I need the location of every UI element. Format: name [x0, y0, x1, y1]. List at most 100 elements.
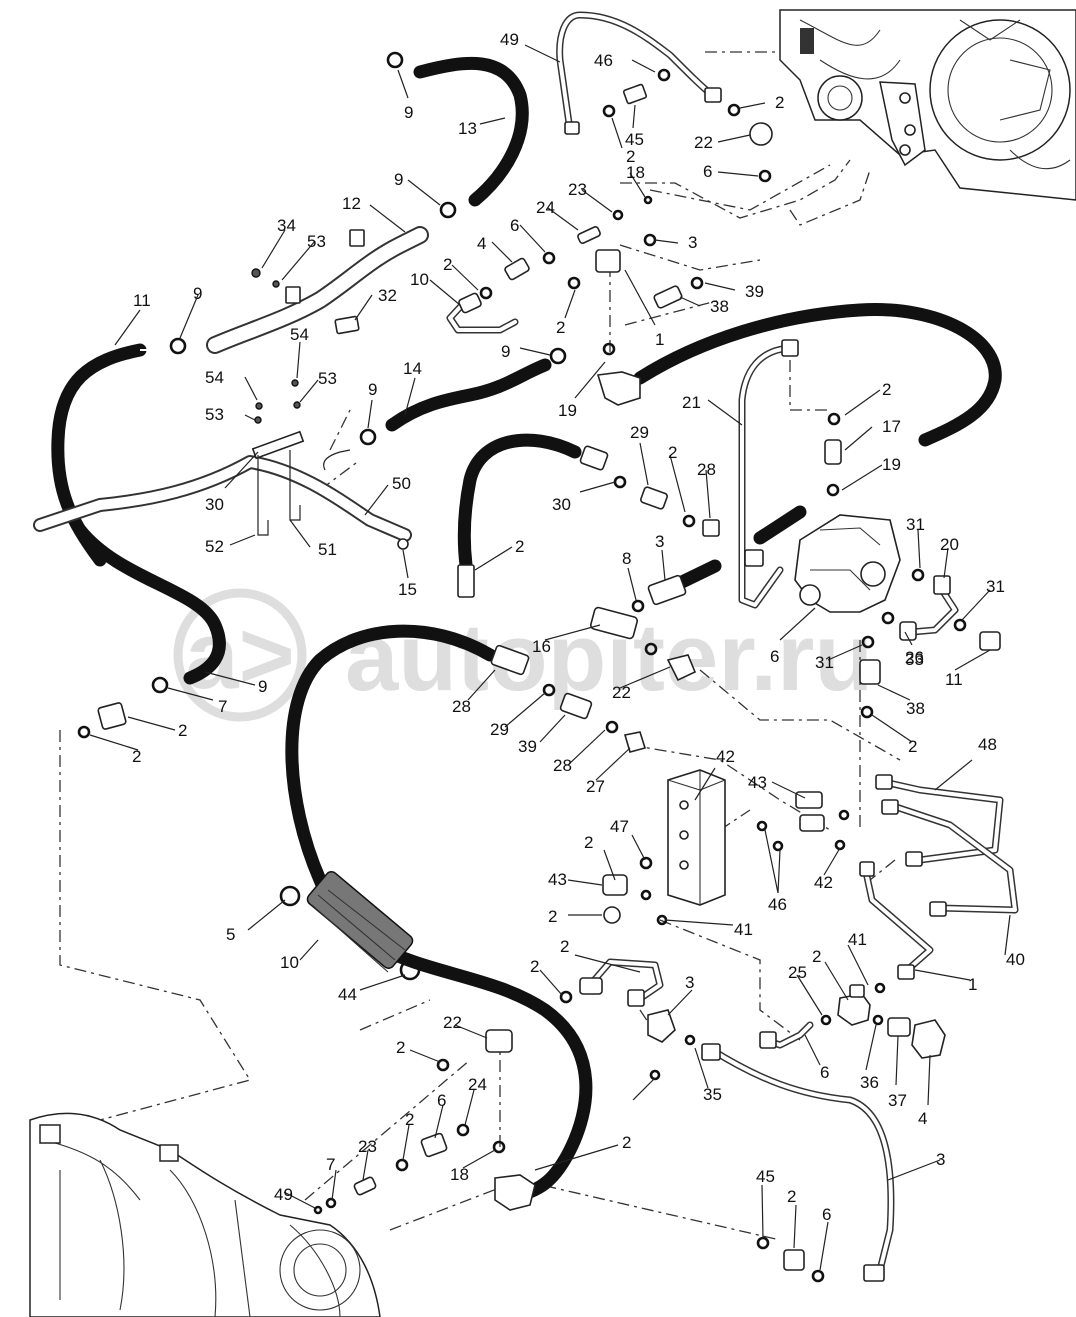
callout-label: 53: [318, 369, 337, 388]
callout-label: 2: [908, 737, 917, 756]
callout-label: 51: [318, 540, 337, 559]
callout-label: 9: [368, 380, 377, 399]
callout-label: 45: [625, 130, 644, 149]
callout-label: 19: [882, 455, 901, 474]
hose-11-lower: [73, 523, 226, 685]
callout-label: 4: [477, 234, 486, 253]
callout-label: 6: [822, 1205, 831, 1224]
callout-label: 2: [775, 93, 784, 112]
callout-label: 2: [443, 255, 452, 274]
callout-label: 2: [530, 957, 539, 976]
callout-label: 2: [626, 147, 635, 166]
callout-label: 10: [410, 270, 429, 289]
callout-label: 14: [403, 359, 422, 378]
callout-label: 42: [814, 873, 833, 892]
hose-13: [413, 56, 529, 207]
callout-label: 22: [612, 683, 631, 702]
callout-label: 28: [452, 697, 471, 716]
callout-label: 3: [688, 233, 697, 252]
callout-label: 6: [703, 162, 712, 181]
hose-14: [385, 358, 552, 432]
callout-label: 3: [655, 532, 664, 551]
callout-label: 20: [940, 535, 959, 554]
callout-label: 2: [668, 443, 677, 462]
callout-label: 6: [770, 647, 779, 666]
callout-label: 26: [905, 648, 924, 667]
callout-label: 31: [815, 653, 834, 672]
callout-label: 54: [290, 325, 309, 344]
callout-label: 6: [820, 1063, 829, 1082]
callout-label: 25: [788, 963, 807, 982]
callout-label: 42: [716, 747, 735, 766]
callout-label: 2: [515, 537, 524, 556]
callout-label: 34: [277, 216, 296, 235]
callout-label: 46: [768, 895, 787, 914]
callout-label: 2: [882, 380, 891, 399]
callout-label: 12: [342, 194, 361, 213]
callout-label: 29: [490, 720, 509, 739]
callout-label: 54: [205, 368, 224, 387]
callout-label: 23: [568, 180, 587, 199]
callout-label: 2: [548, 907, 557, 926]
callout-label: 18: [626, 163, 645, 182]
callout-label: 28: [697, 460, 716, 479]
rigid-pipes: [33, 11, 1019, 1274]
axle-housing-bottom: [29, 1112, 381, 1317]
callout-label: 43: [548, 870, 567, 889]
callout-label: 52: [205, 537, 224, 556]
callout-label: 50: [392, 474, 411, 493]
callout-label: 41: [734, 920, 753, 939]
callout-label: 40: [1006, 950, 1025, 969]
callout-label: 38: [710, 297, 729, 316]
callout-label: 3: [685, 973, 694, 992]
callout-label: 44: [338, 985, 357, 1004]
callout-label: 7: [218, 697, 227, 716]
callout-label: 6: [510, 216, 519, 235]
transmission-housing-top: [779, 9, 1076, 201]
callout-label: 2: [560, 937, 569, 956]
callout-label: 2: [556, 318, 565, 337]
hose-segment-upper-right: [753, 505, 807, 545]
callout-label: 17: [882, 417, 901, 436]
callout-label: 49: [500, 30, 519, 49]
callout-label: 47: [610, 817, 629, 836]
callout-label: 39: [518, 737, 537, 756]
callout-label: 22: [443, 1013, 462, 1032]
callout-label: 29: [630, 423, 649, 442]
callout-label: 2: [584, 833, 593, 852]
callout-label: 22: [694, 133, 713, 152]
callout-label: 46: [594, 51, 613, 70]
callout-label: 9: [394, 170, 403, 189]
callout-label: 2: [396, 1038, 405, 1057]
callout-label: 27: [586, 777, 605, 796]
callout-label: 41: [848, 930, 867, 949]
callout-label: 49: [274, 1185, 293, 1204]
hose-15: [457, 433, 582, 572]
callout-label: 9: [193, 284, 202, 303]
callout-label: 4: [918, 1109, 927, 1128]
callout-label: 24: [468, 1075, 487, 1094]
callout-label: 5: [226, 925, 235, 944]
callout-label: 24: [536, 198, 555, 217]
callout-label: 7: [326, 1155, 335, 1174]
watermark-logo-glyph: a>: [185, 602, 294, 709]
callout-label: 48: [978, 735, 997, 754]
callout-label: 53: [205, 405, 224, 424]
callout-label: 23: [358, 1137, 377, 1156]
callout-label: 2: [622, 1133, 631, 1152]
callout-label: 6: [437, 1091, 446, 1110]
callout-label: 45: [756, 1167, 775, 1186]
callout-label: 33: [905, 650, 924, 669]
hose-11-upper: [51, 343, 147, 567]
callout-label: 2: [132, 747, 141, 766]
callout-label: 43: [748, 773, 767, 792]
callout-labels: 49 46 2 45 2 22 6 9 13 9 12 18 23 24 6 3…: [132, 30, 1025, 1224]
callout-label: 1: [655, 330, 664, 349]
callout-label: 9: [501, 342, 510, 361]
callout-label: 19: [558, 401, 577, 420]
callout-label: 36: [860, 1073, 879, 1092]
callout-label: 9: [404, 103, 413, 122]
callout-label: 53: [307, 232, 326, 251]
callout-label: 1: [968, 975, 977, 994]
